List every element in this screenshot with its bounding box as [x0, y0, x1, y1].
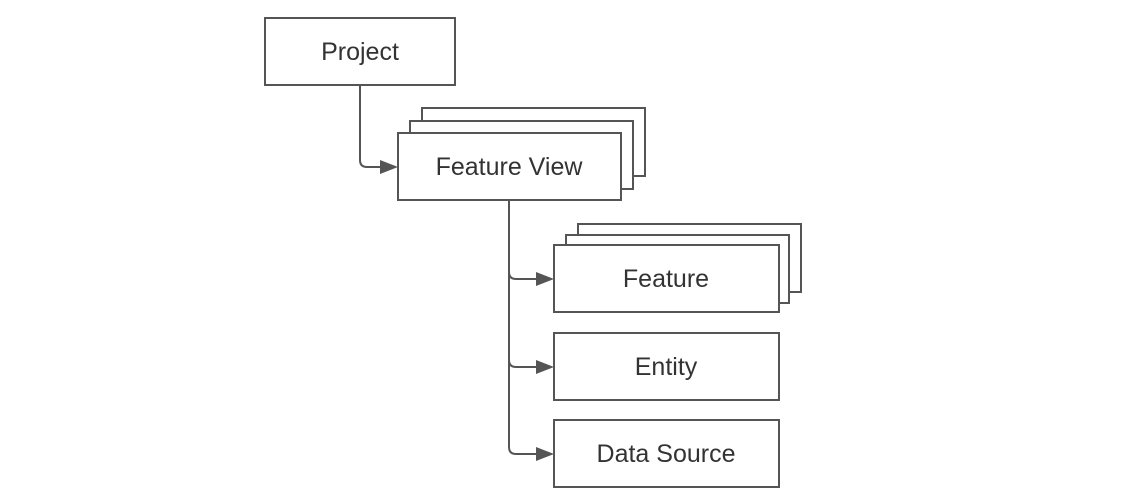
arrowhead-icon: [380, 160, 398, 174]
entity-node: Entity: [553, 332, 780, 401]
data-source-node: Data Source: [553, 419, 780, 488]
feature-view-node: Feature View: [397, 107, 646, 201]
connector-line: [508, 446, 538, 455]
project-node: Project: [264, 17, 456, 86]
connector-feature-view-to-entity: [508, 359, 554, 374]
entity-label: Entity: [635, 353, 698, 381]
arrowhead-icon: [536, 360, 554, 374]
connector-project-to-feature-view: [359, 85, 398, 174]
connector-feature-view-to-feature: [508, 271, 554, 286]
entity-box: [553, 332, 780, 401]
arrowhead-icon: [536, 272, 554, 286]
connector-line: [508, 359, 538, 368]
feature-view-box: [397, 132, 622, 201]
data-source-box: [553, 419, 780, 488]
feature-node: Feature: [553, 223, 802, 313]
connector-line: [359, 85, 382, 168]
feature-view-label: Feature View: [436, 153, 584, 181]
arrowhead-icon: [536, 447, 554, 461]
data-source-label: Data Source: [597, 440, 736, 468]
connector-feature-view-to-data-source: [508, 446, 554, 461]
feature-label: Feature: [623, 265, 709, 293]
project-label: Project: [321, 38, 399, 66]
feature-box: [553, 244, 780, 313]
connector-line: [508, 271, 538, 280]
project-box: [264, 17, 456, 86]
